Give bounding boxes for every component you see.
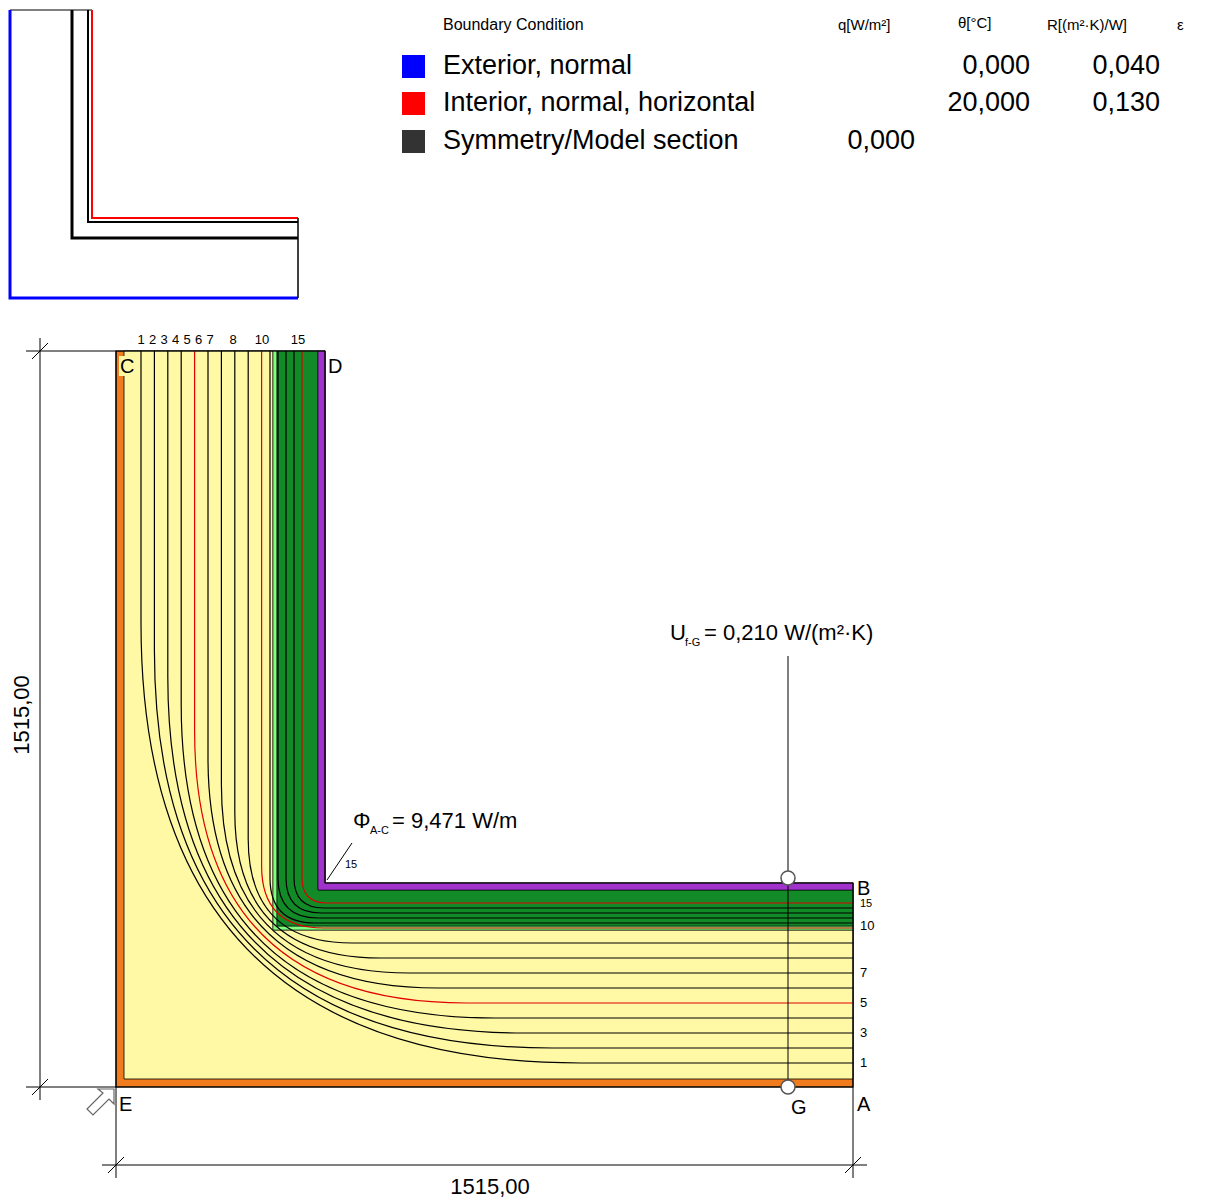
isotherm-number: 15 (860, 898, 872, 909)
isotherm-number: 3 (160, 333, 167, 346)
point-letter: C (119, 356, 135, 376)
isotherm-number: 10 (255, 333, 269, 346)
marker-point (781, 871, 795, 885)
result-value: = 9,471 W/m (392, 810, 517, 832)
isotherm-number: 5 (183, 333, 190, 346)
dimension-tick (845, 1157, 861, 1173)
isotherm-number: 15 (291, 333, 305, 346)
dimension-tick (32, 343, 48, 359)
thumbnail-exterior-edge (10, 10, 298, 298)
thumbnail-outline (10, 10, 298, 298)
dimension-tick (32, 1079, 48, 1095)
thumbnail-interior-edge (92, 10, 298, 218)
legend-text: Interior, normal, horizontal (443, 89, 755, 116)
isotherm-line (248, 351, 853, 943)
legend-swatch (402, 92, 425, 115)
point-letter: D (328, 356, 342, 376)
legend-header: Boundary Condition (443, 17, 584, 33)
isotherm-group (141, 351, 853, 1063)
isotherm-number: 1 (137, 333, 144, 346)
result-subscript: f-G (685, 637, 700, 648)
isotherm-number: 7 (860, 966, 867, 979)
isotherm-number: 4 (172, 333, 179, 346)
render-layer (116, 351, 853, 1087)
isotherm-number: 7 (206, 333, 213, 346)
legend-value: 0,000 (962, 52, 1030, 79)
dimension-line (40, 338, 41, 1100)
legend-header: ε (1177, 17, 1184, 32)
isotherm-number: 3 (860, 1026, 867, 1039)
isotherm-number: 6 (195, 333, 202, 346)
dimension-text: 1515,00 (450, 1176, 530, 1198)
isotherm-number: 5 (860, 996, 867, 1009)
isotherm-line (141, 351, 853, 1063)
isotherm-number: 8 (229, 333, 236, 346)
point-letter: B (857, 878, 870, 898)
isotherm-line (221, 351, 853, 973)
legend-header: q[W/m²] (838, 17, 891, 32)
legend-text: Exterior, normal (443, 52, 632, 79)
isotherm-line (181, 351, 853, 1018)
lining-layer (318, 351, 853, 890)
legend-header: R[(m²·K)/W] (1047, 17, 1127, 32)
model-outline (116, 351, 853, 1087)
result-symbol: Φ (353, 810, 371, 832)
dimension-text: 1515,00 (11, 675, 33, 755)
legend-swatch (402, 55, 425, 78)
isotherm-line (168, 351, 853, 1033)
result-symbol: U (670, 622, 686, 644)
point-letter: G (791, 1097, 807, 1117)
origin-arrow (87, 1089, 114, 1115)
dimension-tick (108, 1157, 124, 1173)
thumbnail-section (298, 218, 299, 298)
point-letter: E (119, 1094, 132, 1114)
legend-value: 0,000 (847, 127, 915, 154)
marker-point (781, 1080, 795, 1094)
legend-swatch (402, 130, 425, 153)
isotherm-line (154, 351, 853, 1048)
legend-header: θ[°C] (958, 15, 992, 30)
isotherm-line (195, 351, 853, 1003)
isotherm-number: 2 (149, 333, 156, 346)
result-value: = 0,210 W/(m²·K) (704, 622, 873, 644)
thumbnail-layer (72, 10, 298, 238)
dimension-line (102, 1165, 867, 1166)
dimension-lines (26, 338, 867, 1178)
isotherm-number: 15 (345, 859, 357, 870)
isotherm-number: 1 (860, 1056, 867, 1069)
legend-value: 0,040 (1092, 52, 1160, 79)
isotherm-line (208, 351, 853, 988)
isotherm-number: 10 (860, 919, 874, 932)
point-letter: A (857, 1094, 870, 1114)
thumbnail (10, 10, 298, 298)
legend-text: Symmetry/Model section (443, 127, 739, 154)
insulation-layer (124, 351, 853, 1079)
thumbnail-layer (88, 10, 298, 222)
legend-value: 20,000 (947, 89, 1030, 116)
isotherm-line (235, 351, 853, 958)
legend-value: 0,130 (1092, 89, 1160, 116)
result-subscript: A-C (370, 825, 389, 836)
